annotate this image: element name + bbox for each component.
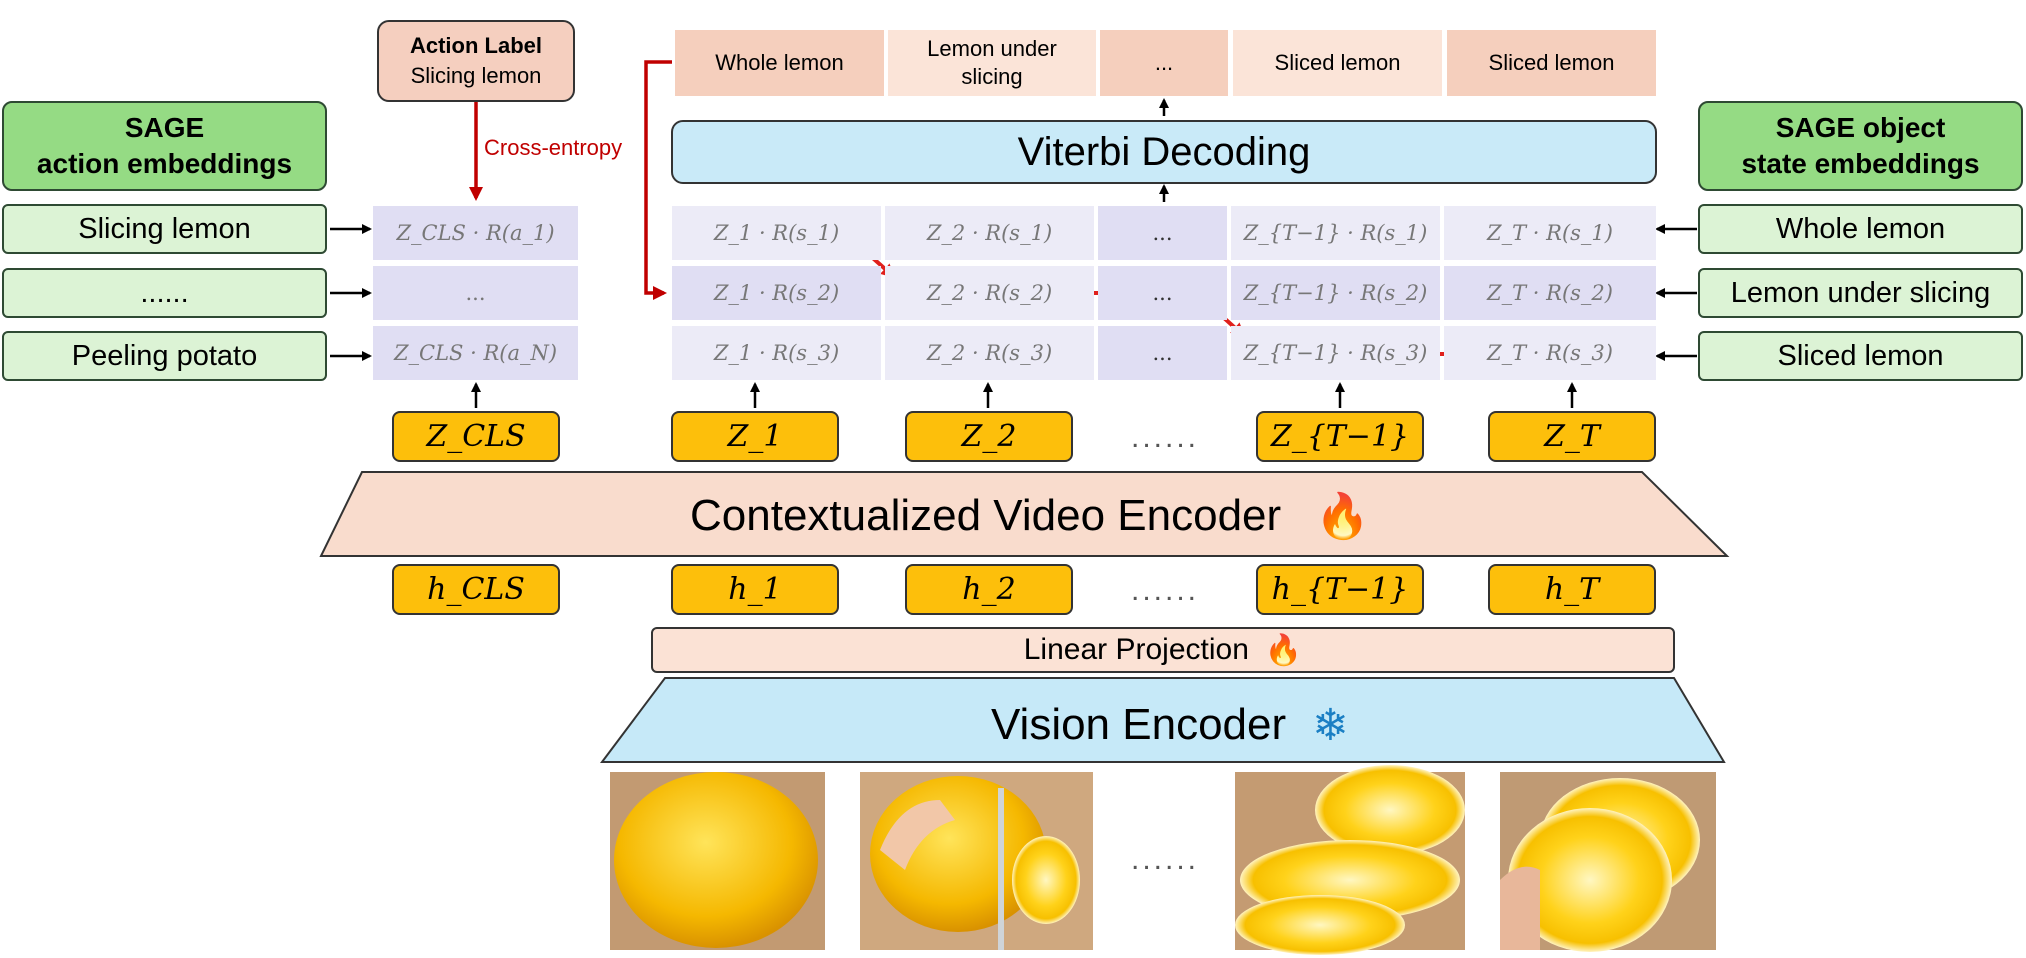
action-label-value: Slicing lemon bbox=[410, 63, 542, 88]
video-encoder-box: Contextualized Video Encoder 🔥 bbox=[600, 480, 1460, 552]
action-label-box: Action Label Slicing lemon bbox=[377, 20, 575, 102]
score-cell: Z_2 · R(s_3) bbox=[885, 326, 1094, 380]
score-cell: Z_1 · R(s_1) bbox=[672, 206, 881, 260]
video-encoder-shape bbox=[319, 471, 1730, 557]
action-item-peeling-potato: Peeling potato bbox=[2, 331, 327, 381]
viterbi-decoding-box: Viterbi Decoding bbox=[671, 120, 1657, 184]
score-cell: Z_T · R(s_2) bbox=[1444, 266, 1656, 320]
action-embeddings-heading-line2: action embeddings bbox=[36, 148, 293, 179]
decoded-state-ellipsis: ... bbox=[1100, 30, 1228, 96]
state-embeddings-heading-line1: SAGE object bbox=[1775, 112, 1946, 143]
token-up-arrows bbox=[471, 98, 1577, 408]
state-item-whole-lemon: Whole lemon bbox=[1698, 204, 2023, 254]
cls-score-cell: Z_CLS · R(a_N) bbox=[373, 326, 578, 380]
decoded-state-5: Sliced lemon bbox=[1447, 30, 1656, 96]
decoded-state-4: Sliced lemon bbox=[1233, 30, 1442, 96]
action-arrows bbox=[330, 224, 372, 361]
h-token-t: h_T bbox=[1488, 564, 1656, 615]
action-item-slicing-lemon: Slicing lemon bbox=[2, 204, 327, 254]
cls-score-cell: ... bbox=[373, 266, 578, 320]
score-cell: Z_{T−1} · R(s_2) bbox=[1231, 266, 1440, 320]
fire-icon: 🔥 bbox=[1264, 632, 1303, 668]
state-item-lemon-under-slicing: Lemon under slicing bbox=[1698, 268, 2023, 318]
score-cell: Z_2 · R(s_1) bbox=[885, 206, 1094, 260]
vision-encoder-label: Vision Encoder bbox=[990, 700, 1287, 749]
z-token-t-minus-1: Z_{T−1} bbox=[1256, 411, 1424, 462]
score-cell: ... bbox=[1098, 206, 1227, 260]
h-token-2: h_2 bbox=[905, 564, 1073, 615]
snowflake-icon: ❄ bbox=[1312, 699, 1350, 751]
state-embeddings-heading: SAGE object state embeddings bbox=[1698, 101, 2023, 191]
frame-4-image bbox=[1500, 772, 1716, 952]
score-cell: ... bbox=[1098, 326, 1227, 380]
score-cell: Z_{T−1} · R(s_3) bbox=[1231, 326, 1440, 380]
frames-ellipsis: ...... bbox=[1130, 843, 1199, 876]
h-token-1: h_1 bbox=[671, 564, 839, 615]
score-cell: Z_T · R(s_3) bbox=[1444, 326, 1656, 380]
cross-entropy-label: Cross-entropy bbox=[484, 135, 623, 160]
fire-icon: 🔥 bbox=[1315, 491, 1370, 542]
state-arrows bbox=[1655, 224, 1697, 361]
action-label-title: Action Label bbox=[409, 33, 542, 58]
z-token-t: Z_T bbox=[1488, 411, 1656, 462]
score-cell: Z_2 · R(s_2) bbox=[885, 266, 1094, 320]
decoded-state-1: Whole lemon bbox=[675, 30, 884, 96]
h-token-cls: h_CLS bbox=[392, 564, 560, 615]
h-token-t-minus-1: h_{T−1} bbox=[1256, 564, 1424, 615]
action-item-ellipsis: ...... bbox=[2, 268, 327, 318]
action-embeddings-heading-line1: SAGE bbox=[124, 112, 205, 143]
score-cell: ... bbox=[1098, 266, 1227, 320]
action-embeddings-heading: SAGE action embeddings bbox=[2, 101, 327, 191]
linear-projection-box: Linear Projection 🔥 bbox=[651, 627, 1675, 673]
z-token-cls: Z_CLS bbox=[392, 411, 560, 462]
linear-projection-label: Linear Projection bbox=[1023, 633, 1249, 666]
score-cell: Z_{T−1} · R(s_1) bbox=[1231, 206, 1440, 260]
frame-2-image bbox=[860, 772, 1093, 950]
h-token-ellipsis: ...... bbox=[1130, 574, 1199, 607]
frame-3-image bbox=[1235, 765, 1465, 955]
z-token-1: Z_1 bbox=[671, 411, 839, 462]
state-item-sliced-lemon: Sliced lemon bbox=[1698, 331, 2023, 381]
cls-score-cell: Z_CLS · R(a_1) bbox=[373, 206, 578, 260]
frame-1-image bbox=[610, 772, 825, 950]
z-token-ellipsis: ...... bbox=[1130, 421, 1199, 454]
vision-encoder-shape bbox=[600, 677, 1726, 763]
decoded-path-bracket bbox=[644, 60, 672, 300]
score-cell: Z_1 · R(s_2) bbox=[672, 266, 881, 320]
video-encoder-label: Contextualized Video Encoder bbox=[690, 491, 1282, 540]
decoded-state-2: Lemon under slicing bbox=[888, 30, 1096, 96]
z-token-2: Z_2 bbox=[905, 411, 1073, 462]
vision-encoder-box: Vision Encoder ❄ bbox=[820, 690, 1520, 760]
score-cell: Z_1 · R(s_3) bbox=[672, 326, 881, 380]
state-embeddings-heading-line2: state embeddings bbox=[1741, 148, 1980, 179]
score-cell: Z_T · R(s_1) bbox=[1444, 206, 1656, 260]
